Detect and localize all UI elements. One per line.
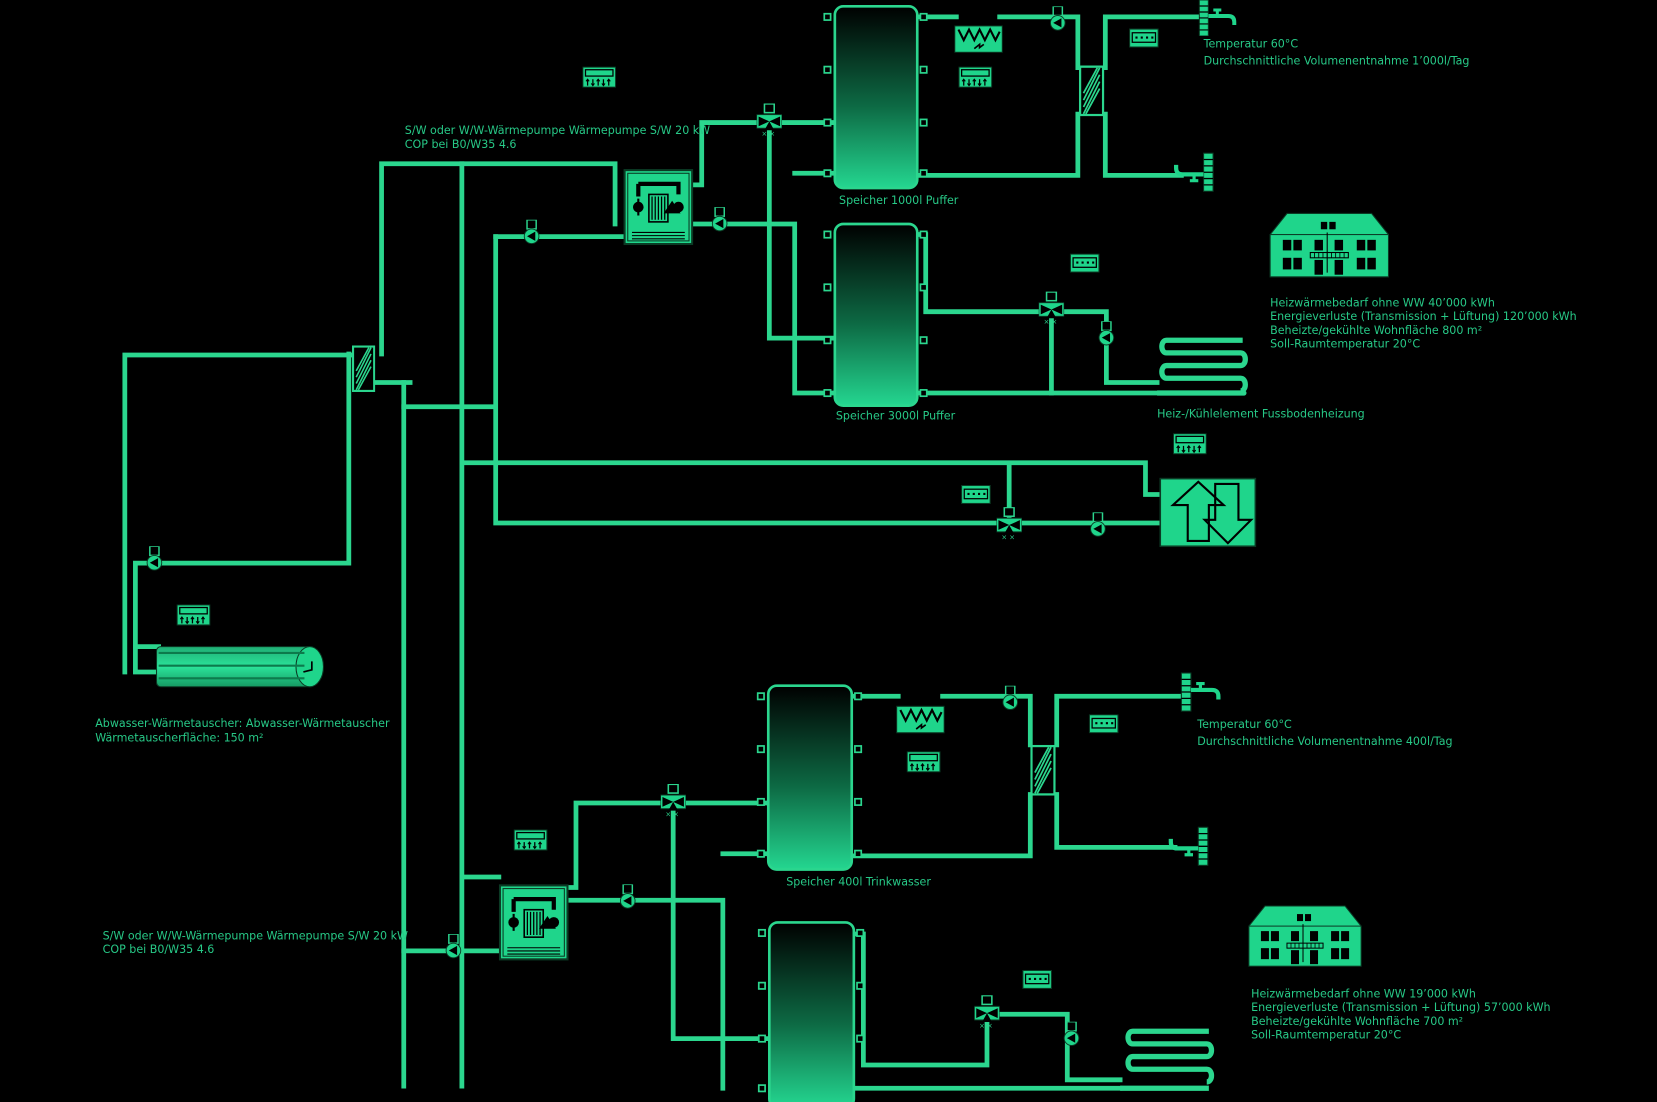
controller-icon[interactable] — [176, 604, 211, 626]
ventilation-unit[interactable] — [1159, 477, 1257, 548]
pump-icon[interactable] — [1098, 321, 1115, 346]
hot-water-2-temperature: Temperatur 60°C — [1196, 718, 1292, 731]
heat-pump-icon — [625, 170, 693, 244]
controller-icon[interactable] — [582, 66, 617, 88]
controller-icon[interactable] — [1088, 714, 1120, 734]
tap-icon[interactable] — [1171, 827, 1208, 865]
controller-icon[interactable] — [906, 751, 941, 773]
pump-icon[interactable] — [1002, 685, 1019, 711]
building-1-line1: Heizwärmebedarf ohne WW 40’000 kWh — [1270, 296, 1495, 309]
hot-water-1-volume: Durchschnittliche Volumenentnahme 1’000l… — [1204, 54, 1470, 67]
building-2-line3: Beheizte/gekühlte Wohnfläche 700 m² — [1251, 1015, 1463, 1028]
heat-pump-1[interactable]: S/W oder W/W-Wärmepumpe Wärmepumpe S/W 2… — [405, 124, 710, 244]
three-way-valve-icon[interactable] — [996, 507, 1022, 541]
floor-heating-icon — [1157, 337, 1248, 396]
heat-exchanger-icon[interactable] — [1030, 744, 1056, 796]
storage-tank-3000[interactable]: Speicher 3000l Puffer — [823, 222, 956, 422]
tap-icon[interactable] — [1176, 153, 1213, 191]
heat-exchanger-icon[interactable] — [351, 345, 376, 393]
heat-exchanger-icon[interactable] — [1078, 65, 1105, 117]
building-2-line4: Soll-Raumtemperatur 20°C — [1251, 1029, 1401, 1042]
storage-tank-icon — [766, 684, 854, 871]
controller-icon[interactable] — [1021, 969, 1053, 989]
heat-pump-1-cop: COP bei B0/W35 4.6 — [405, 138, 517, 151]
storage-tank-icon — [833, 222, 919, 408]
building-1[interactable]: Heizwärmebedarf ohne WW 40’000 kWh Energ… — [1269, 212, 1577, 351]
building-1-line4: Soll-Raumtemperatur 20°C — [1270, 338, 1420, 351]
pump-icon[interactable] — [1089, 512, 1107, 538]
controller-icon[interactable] — [1069, 253, 1101, 273]
pump-icon[interactable] — [1049, 6, 1066, 31]
house-icon — [1269, 212, 1390, 278]
pump-icon[interactable] — [711, 207, 728, 232]
building-1-line2: Energieverluste (Transmission + Lüftung)… — [1270, 310, 1577, 323]
controller-icon[interactable] — [960, 484, 992, 504]
three-way-valve-icon[interactable] — [974, 995, 1000, 1030]
pump-icon[interactable] — [146, 546, 163, 571]
controller-icon[interactable] — [1128, 28, 1160, 48]
building-2-line1: Heizwärmebedarf ohne WW 19’000 kWh — [1251, 987, 1476, 1000]
three-way-valve-icon[interactable] — [756, 103, 783, 138]
hot-water-1-temperature: Temperatur 60°C — [1203, 38, 1299, 51]
hot-water-2-volume: Durchschnittliche Volumenentnahme 400l/T… — [1197, 735, 1452, 748]
storage-tank-icon — [768, 921, 856, 1102]
storage-tank-1000[interactable]: Speicher 1000l Puffer — [823, 5, 959, 207]
controller-icon[interactable] — [958, 66, 993, 88]
three-way-valve-icon[interactable] — [1038, 291, 1065, 326]
wastewater-line2: Wärmetauscherfläche: 150 m² — [95, 732, 263, 745]
heat-pump-2[interactable]: S/W oder W/W-Wärmepumpe Wärmepumpe S/W 2… — [103, 885, 568, 959]
tap-icon[interactable] — [1181, 673, 1218, 711]
heat-pump-2-cop: COP bei B0/W35 4.6 — [103, 943, 215, 956]
heat-pump-2-label: S/W oder W/W-Wärmepumpe Wärmepumpe S/W 2… — [103, 929, 408, 942]
building-2[interactable]: Heizwärmebedarf ohne WW 19’000 kWh Energ… — [1248, 905, 1551, 1042]
building-2-line2: Energieverluste (Transmission + Lüftung)… — [1251, 1001, 1550, 1014]
pump-icon[interactable] — [445, 934, 462, 959]
electric-heater-icon[interactable] — [954, 25, 1003, 53]
storage-tank-icon — [833, 5, 919, 190]
pump-icon[interactable] — [619, 884, 636, 909]
tank-3000-label: Speicher 3000l Puffer — [836, 409, 956, 422]
three-way-valve-icon[interactable] — [660, 783, 686, 818]
wastewater-line1: Abwasser-Wärmetauscher: Abwasser-Wärmeta… — [95, 717, 390, 730]
heat-pump-icon — [500, 885, 568, 959]
pump-icon[interactable] — [1063, 1021, 1080, 1047]
tap-icon[interactable] — [1199, 0, 1234, 36]
building-1-line3: Beheizte/gekühlte Wohnfläche 800 m² — [1270, 324, 1482, 337]
electric-heater-icon[interactable] — [896, 705, 945, 734]
floor-heating-label: Heiz-/Kühlelement Fussbodenheizung — [1157, 407, 1365, 420]
pipe-network — [122, 14, 1208, 1091]
house-icon — [1248, 905, 1362, 967]
storage-tank-400[interactable]: Speicher 400l Trinkwasser — [756, 684, 932, 889]
heat-pump-1-label: S/W oder W/W-Wärmepumpe Wärmepumpe S/W 2… — [405, 124, 710, 137]
storage-tank-lower[interactable] — [757, 921, 865, 1102]
wastewater-exchanger[interactable]: Abwasser-Wärmetauscher: Abwasser-Wärmeta… — [95, 646, 390, 745]
controller-icon[interactable] — [1172, 433, 1207, 455]
tank-400-label: Speicher 400l Trinkwasser — [786, 875, 931, 888]
pump-icon[interactable] — [523, 219, 540, 245]
floor-heating-icon-2 — [1120, 1028, 1215, 1091]
tank-1000-label: Speicher 1000l Puffer — [839, 194, 959, 207]
controller-icon[interactable] — [513, 829, 548, 851]
